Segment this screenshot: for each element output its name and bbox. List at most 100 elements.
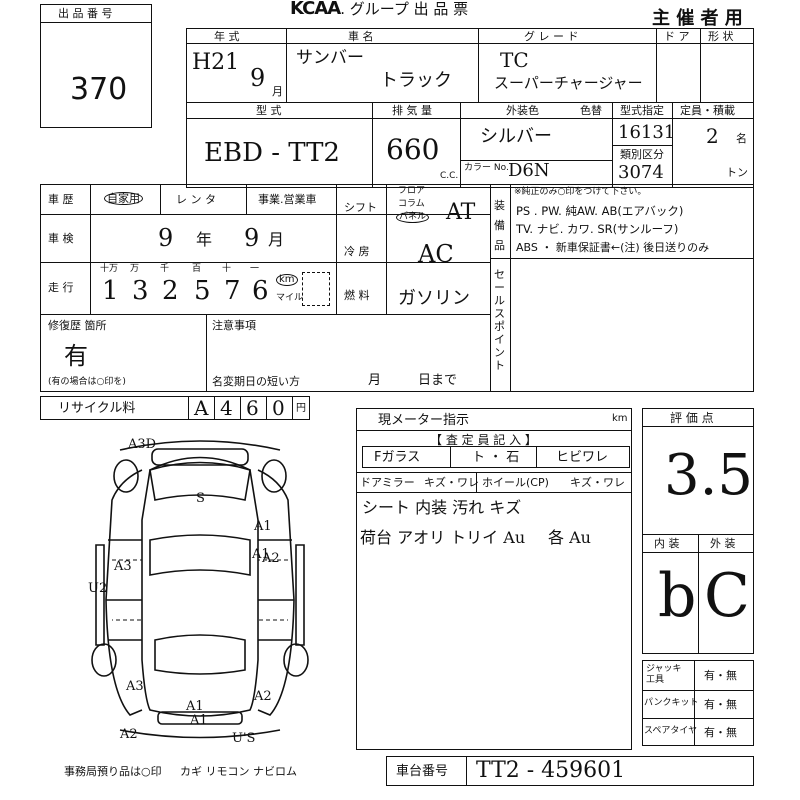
mileage-digit-label: 十: [222, 264, 232, 274]
history-label: 車 歴: [48, 193, 74, 206]
recycle-digit: 0: [272, 396, 285, 420]
office-items: カギ リモコン ナビロム: [180, 765, 297, 778]
damage-mark: A2: [254, 689, 272, 704]
spare-value: 有・無: [704, 726, 737, 739]
windshield-options: ト ・ 石: [472, 450, 520, 465]
mileage-digit-label: 一: [250, 264, 260, 274]
color-code-value: D6N: [508, 160, 550, 181]
mileage-digit: 3: [132, 276, 149, 306]
spare-label: スペアタイヤ: [644, 726, 698, 736]
mile-label: マイル: [276, 293, 304, 303]
business-label: 事業.営業車: [258, 193, 317, 206]
mileage-digit: 5: [194, 276, 211, 306]
meter-unit: km: [612, 413, 628, 424]
door-label: ド ア: [664, 30, 690, 43]
rental-label: レ ン タ: [176, 193, 216, 206]
transfer-day-unit: 日まで: [418, 373, 458, 388]
capacity-unit: 名: [736, 132, 747, 145]
notes-label: 注意事項: [212, 319, 256, 332]
wheel-options: キズ・ワレ: [570, 476, 625, 489]
equipment-line3: ABS ・ 新車保証書←(注) 後日送りのみ: [516, 241, 710, 254]
organizer-label: 主 催 者 用: [652, 8, 743, 29]
equipment-note: ※純正のみ○印をつけて下さい。: [514, 187, 647, 197]
shaken-label: 車 検: [48, 232, 74, 245]
chassis-label: 車台番号: [396, 764, 449, 779]
mileage-digit-label: 千: [160, 264, 170, 274]
fuel-label: 燃 料: [344, 289, 370, 302]
load-unit: トン: [726, 166, 748, 179]
floor-label: フロア: [398, 186, 426, 196]
car-name-line1: サンバー: [296, 48, 364, 68]
shaken-year-unit: 年: [196, 230, 213, 249]
ac-label: 冷 房: [344, 245, 370, 258]
grade-line1: TC: [500, 48, 529, 72]
damage-mark: U'S: [232, 731, 256, 746]
color-label: 外装色: [506, 104, 539, 117]
interior-grade: b: [658, 561, 697, 631]
km-label: km: [276, 274, 298, 286]
grade-label: グ レ ー ド: [524, 30, 579, 43]
meter-label: 現メーター指示: [378, 413, 470, 428]
mile-box: [302, 272, 330, 306]
inspection-note-2: 荷台 アオリ トリイ Au: [360, 528, 526, 547]
class-label: 類別区分: [620, 148, 664, 161]
interior-label: 内 装: [654, 537, 680, 550]
displacement-label: 排 気 量: [392, 104, 432, 117]
panel-label: パネル: [396, 212, 430, 223]
damage-mark: S: [196, 491, 205, 506]
mileage-digit: 7: [224, 276, 241, 306]
damage-mark: A3: [126, 679, 144, 694]
recycle-label: リサイクル料: [58, 401, 136, 416]
mileage-digit-label: 万: [130, 264, 140, 274]
wheel-label: ホイール(CP): [482, 476, 549, 489]
inspection-box: [356, 408, 632, 750]
equipment-label: 装 備 品: [494, 199, 505, 252]
month-value: 9: [250, 64, 266, 92]
class-value: 3074: [618, 162, 664, 183]
damage-mark: A1: [252, 547, 270, 562]
puncture-value: 有・無: [704, 698, 737, 711]
score-value: 3.5: [664, 443, 754, 508]
history-table: [40, 184, 754, 392]
jack-label: ジャッキ工具: [646, 664, 682, 685]
mileage-label: 走 行: [48, 281, 74, 294]
equipment-line1: PS . PW. 純AW. AB(エアバック): [516, 204, 684, 218]
car-name-label: 車 名: [348, 30, 374, 43]
group-brand: KCAA: [290, 0, 341, 19]
vehicle-table: [186, 28, 754, 188]
windshield-label: Fガラス: [374, 450, 421, 465]
car-name-line2: トラック: [380, 70, 452, 91]
capacity-value: 2: [706, 124, 719, 148]
exterior-label: 外 装: [710, 537, 736, 550]
shaken-month-unit: 月: [268, 230, 285, 249]
inspection-note-1: シート 内装 汚れ キズ: [362, 498, 522, 517]
mileage-digit-label: 十万: [100, 264, 119, 274]
exterior-grade: C: [704, 561, 750, 631]
transfer-label: 名変期日の短い方: [212, 375, 300, 388]
crack-label: ヒビワレ: [556, 450, 609, 465]
color-value: シルバー: [480, 126, 552, 147]
type-spec-label: 型式指定: [620, 104, 664, 117]
mirror-label: ドアミラー: [360, 476, 415, 489]
inspector-label: 【 査 定 員 記 入 】: [430, 433, 537, 447]
repair-note: (有の場合は○印を): [48, 377, 126, 387]
color-code-label: カラー No.: [464, 163, 509, 173]
capacity-label: 定員・積載: [680, 104, 735, 117]
recycle-digit: 6: [246, 396, 259, 420]
grade-line2: スーパーチャージャー: [494, 74, 643, 92]
repair-value: 有: [64, 342, 88, 370]
cc-unit: C.C.: [440, 171, 459, 181]
mileage-digit: 1: [102, 276, 119, 306]
shift-label: シフト: [344, 201, 377, 214]
fuel-value: ガソリン: [398, 288, 470, 309]
office-note: 事務局預り品は○印: [64, 765, 162, 778]
puncture-label: パンクキット: [644, 698, 699, 708]
year-label: 年 式: [214, 30, 240, 43]
model-label: 型 式: [256, 104, 282, 117]
damage-mark: A3: [114, 559, 132, 574]
mileage-digit: 6: [252, 276, 269, 306]
equipment-line2: TV. ナビ. カワ. SR(サンルーフ): [516, 222, 679, 236]
chassis-box: [386, 756, 754, 786]
transfer-month-unit: 月: [368, 373, 382, 388]
damage-mark: A1: [186, 699, 204, 714]
